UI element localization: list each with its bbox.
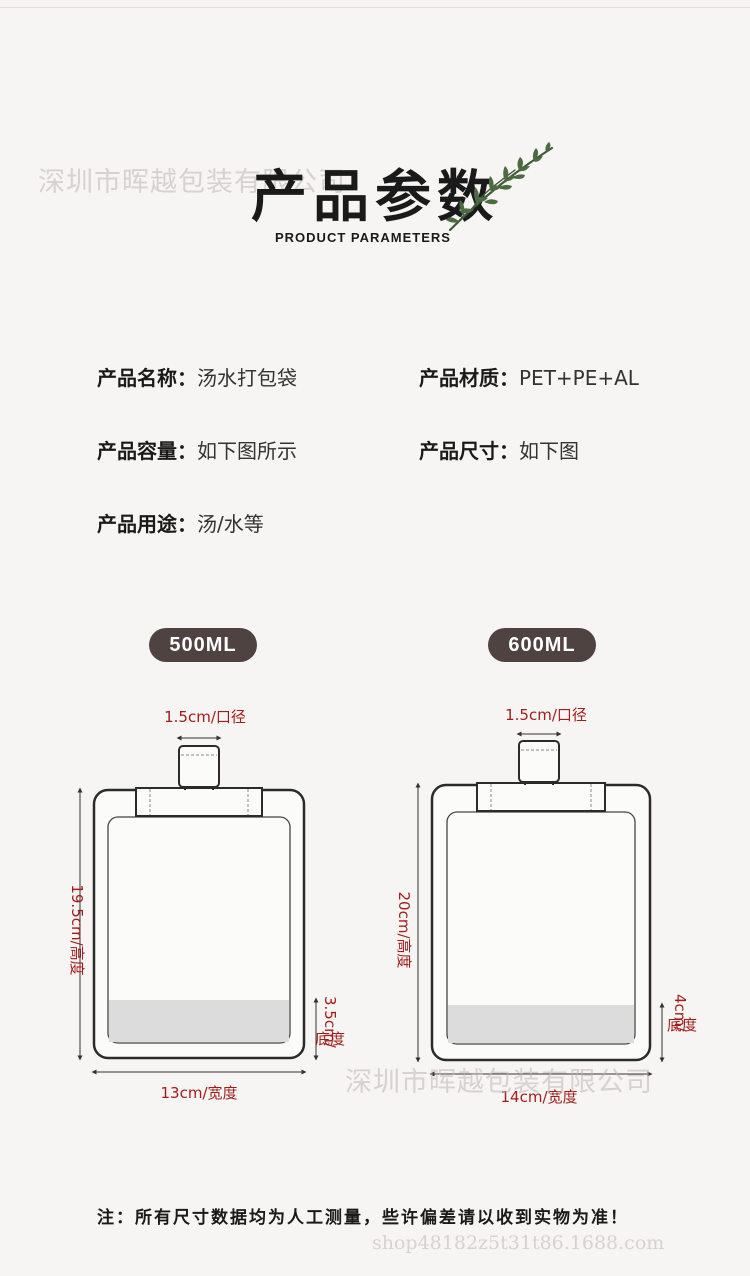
capacity-badge-600: 600ML (488, 628, 596, 662)
page-title: 产品参数 (251, 165, 499, 230)
param-size: 产品尺寸：如下图 (419, 435, 579, 464)
param-name: 产品名称：汤水打包袋 (97, 362, 297, 391)
param-material: 产品材质：PET+PE+AL (419, 362, 639, 391)
param-value: 汤水打包袋 (197, 366, 297, 390)
watermark-bottom: 深圳市晖越包装有限公司 (345, 1067, 653, 1098)
bag-outline-600 (430, 740, 652, 1062)
spout-label-500: 1.5cm/口径 (164, 708, 246, 726)
measurement-note: 注：所有尺寸数据均为人工测量，些许偏差请以收到实物为准！ (97, 1208, 629, 1228)
dimension-arrow-icon (415, 731, 665, 1077)
bag-dimension-diagram: 1.5cm/口径 19.5cm/高度 13cm/宽度 3.5cm/ 底度 1.5… (68, 706, 697, 1106)
param-label: 产品材质： (419, 366, 519, 390)
width-label-600: 14cm/宽度 (501, 1088, 578, 1106)
bag-outline-500 (92, 745, 306, 1060)
top-divider (0, 7, 750, 8)
height-label-500: 19.5cm/高度 (68, 884, 86, 975)
watermark-top: 深圳市晖越包装有限公司 (38, 167, 346, 198)
param-value: 如下图所示 (197, 439, 297, 463)
bottom-label-600: 4cm/ (671, 994, 689, 1032)
rosemary-sprig-icon (446, 142, 554, 232)
width-label-500: 13cm/宽度 (161, 1084, 238, 1102)
bottom-label-500-b: 底度 (315, 1030, 345, 1048)
param-label: 产品名称： (97, 366, 197, 390)
param-value: PET+PE+AL (519, 366, 639, 390)
dimension-arrow-icon (77, 735, 319, 1075)
param-label: 产品用途： (97, 512, 197, 536)
param-label: 产品容量： (97, 439, 197, 463)
bottom-label-500: 3.5cm/ (321, 996, 339, 1049)
param-value: 如下图 (519, 439, 579, 463)
watermark-shop: shop48182z5t31t86.1688.com (372, 1232, 665, 1254)
page-subtitle: PRODUCT PARAMETERS (275, 230, 451, 245)
param-usage: 产品用途：汤/水等 (97, 508, 264, 537)
bottom-label-600-b: 底度 (667, 1016, 697, 1034)
spout-label-600: 1.5cm/口径 (505, 706, 587, 724)
param-value: 汤/水等 (197, 512, 264, 536)
height-label-600: 20cm/高度 (395, 892, 413, 969)
param-label: 产品尺寸： (419, 439, 519, 463)
param-capacity: 产品容量：如下图所示 (97, 435, 297, 464)
capacity-badge-500: 500ML (149, 628, 257, 662)
